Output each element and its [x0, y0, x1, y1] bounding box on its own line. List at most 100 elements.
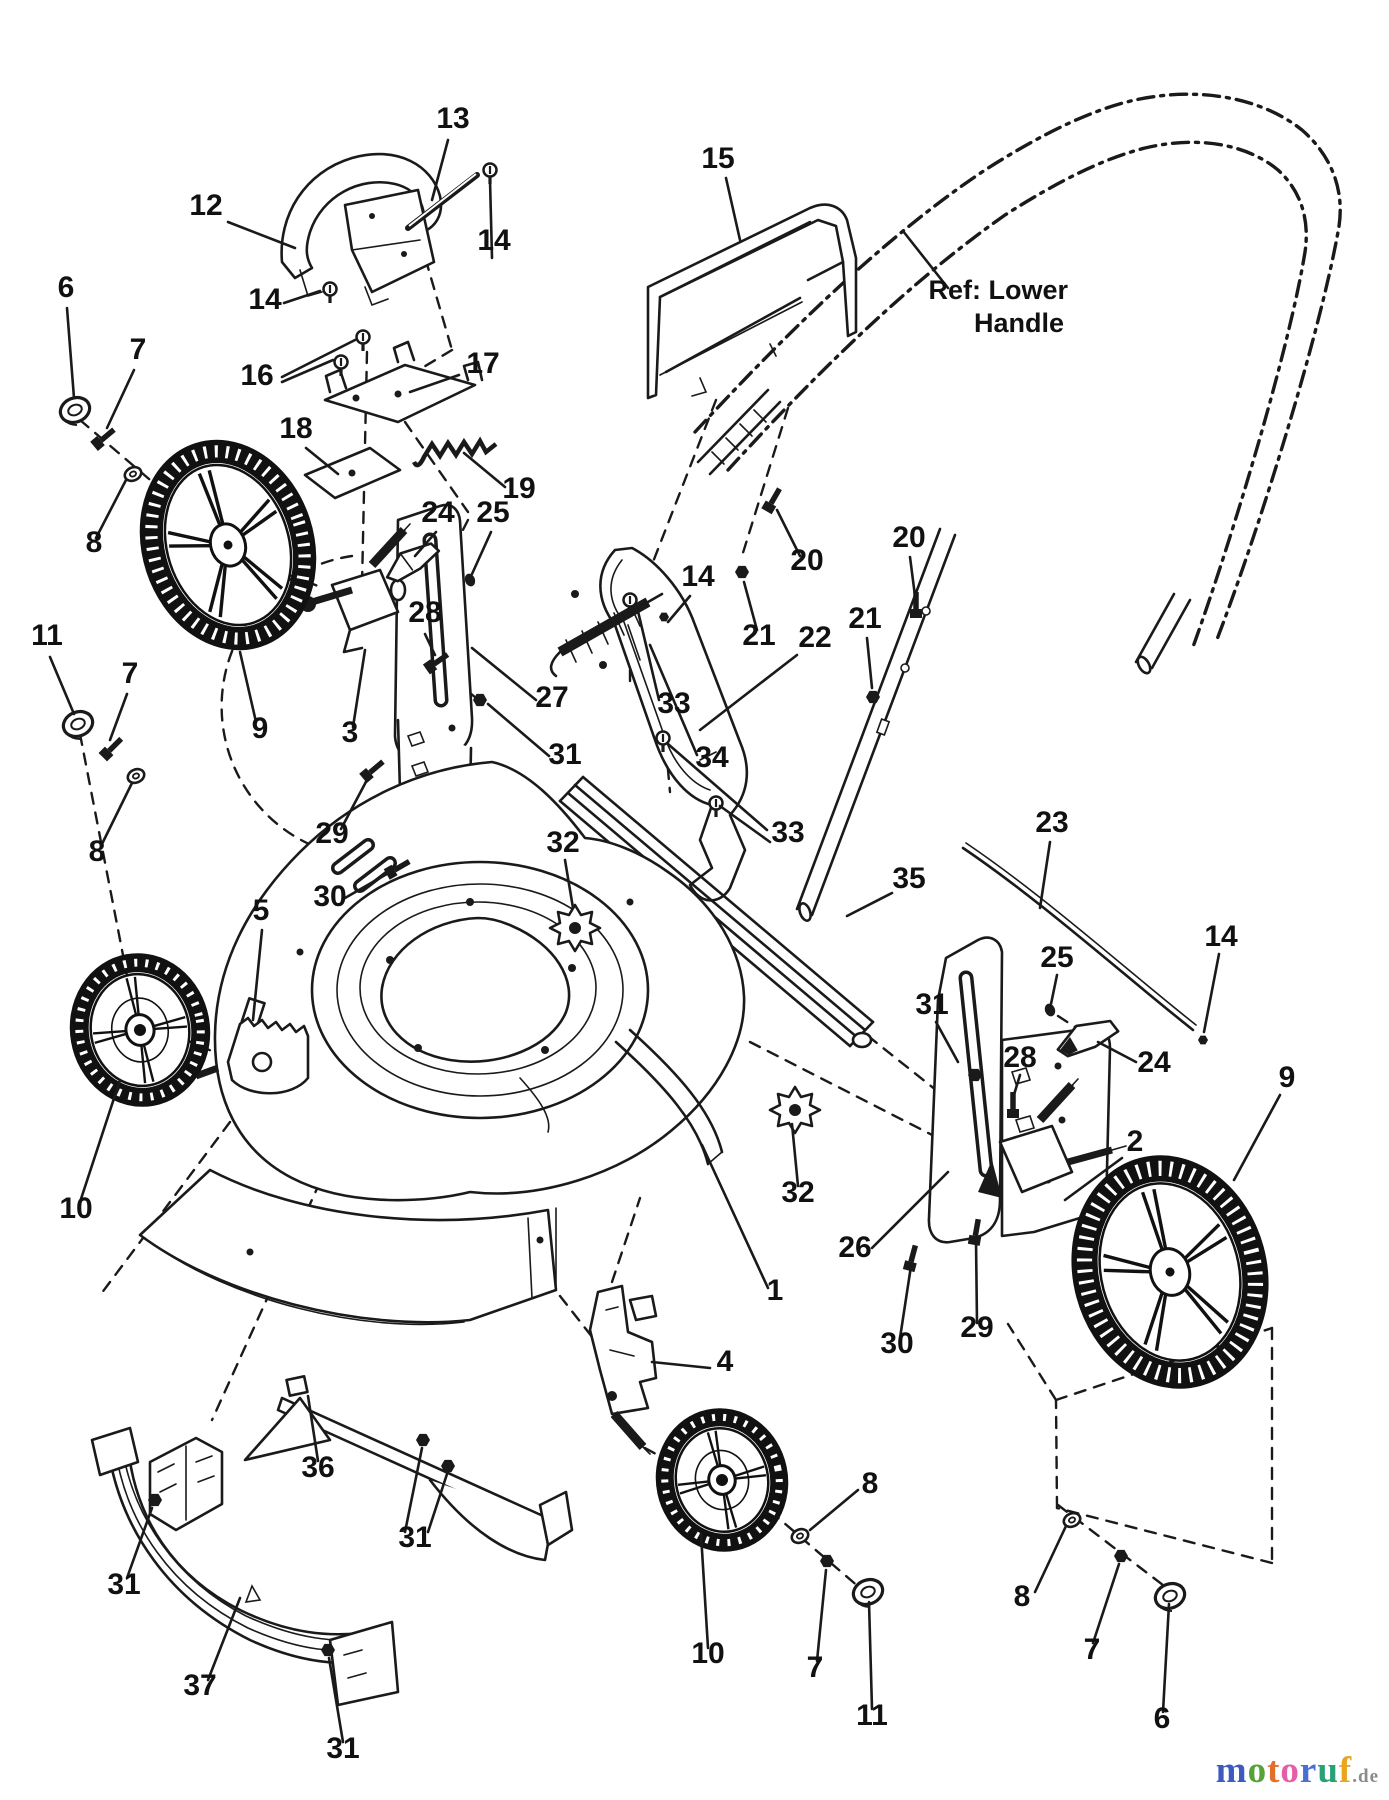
part-label-7: 7 [807, 1651, 824, 1684]
part-label-7: 7 [1084, 1633, 1101, 1666]
part-label-34: 34 [695, 741, 729, 774]
part-label-33: 33 [657, 687, 690, 720]
handle-knob-24-left [385, 542, 441, 583]
corner-bracket [148, 1436, 224, 1532]
part-label-30: 30 [880, 1327, 913, 1360]
logo-letter: o [1247, 1750, 1268, 1791]
part-label-36: 36 [301, 1451, 334, 1484]
part-label-11: 11 [856, 1699, 888, 1732]
part-label-31: 31 [915, 988, 948, 1021]
plate-18-hole [348, 469, 356, 477]
part-label-29: 29 [960, 1311, 993, 1344]
rear-right-wheel [1071, 1155, 1269, 1389]
part-label-14: 14 [248, 283, 282, 316]
spindle-star-left [548, 903, 602, 953]
part-label-24: 24 [1137, 1046, 1171, 1079]
part-label-9: 9 [1279, 1061, 1296, 1094]
part-label-8: 8 [89, 835, 106, 868]
part-label-16: 16 [240, 359, 273, 392]
part-label-7: 7 [122, 657, 139, 690]
axle-assembly-3 [300, 523, 411, 654]
axle-assembly-2 [978, 1078, 1127, 1198]
deck-front-skirt [138, 1168, 558, 1326]
handle-knob-24-right [1056, 1019, 1120, 1058]
wheels [69, 439, 1269, 1552]
part-label-18: 18 [279, 412, 312, 445]
front-left-wheel [69, 953, 211, 1107]
part-label-37: 37 [183, 1669, 216, 1702]
logo-letter: r [1299, 1750, 1318, 1791]
handle-mount-tube [696, 388, 782, 476]
sector-gear-5 [194, 997, 310, 1095]
part-label-14: 14 [1204, 920, 1238, 953]
logo-letter: o [1280, 1750, 1300, 1791]
height-adjuster-bracket-26 [927, 936, 1112, 1244]
part-label-17: 17 [466, 347, 499, 380]
control-housing-12 [280, 152, 443, 307]
rear-left-wheel [139, 439, 317, 651]
part-label-14: 14 [477, 224, 511, 257]
part-label-8: 8 [86, 526, 103, 559]
part-label-32: 32 [781, 1176, 814, 1209]
part-label-10: 10 [59, 1192, 92, 1225]
part-label-8: 8 [1014, 1580, 1031, 1613]
part-label-31: 31 [107, 1568, 140, 1601]
part-label-27: 27 [535, 681, 568, 714]
part-label-2: 2 [1127, 1125, 1144, 1158]
part-label-24: 24 [421, 496, 455, 529]
logo-letter: m [1215, 1750, 1248, 1791]
ref-note-line1: Ref: Lower [928, 275, 1068, 305]
control-rod-23 [961, 842, 1197, 1032]
part-label-20: 20 [790, 544, 823, 577]
logo-letter: f [1338, 1750, 1353, 1791]
part-label-13: 13 [436, 102, 469, 135]
motoruf-suffix: .de [1352, 1766, 1379, 1787]
part-label-33: 33 [771, 816, 804, 849]
part-label-22: 22 [798, 621, 831, 654]
part-label-23: 23 [1035, 806, 1068, 839]
front-bumper-37 [90, 1426, 400, 1707]
part-label-25: 25 [476, 496, 509, 529]
part-label-7: 7 [130, 333, 147, 366]
part-label-15: 15 [701, 142, 734, 175]
logo-letter: t [1267, 1750, 1281, 1791]
part-label-19: 19 [502, 472, 535, 505]
mount-bracket-17 [323, 340, 484, 424]
mower-deck [213, 760, 746, 1202]
part-label-25: 25 [1040, 941, 1073, 974]
part-label-28: 28 [1003, 1041, 1036, 1074]
side-deflector-36 [243, 1375, 574, 1562]
part-label-29: 29 [315, 817, 348, 850]
part-label-10: 10 [691, 1637, 724, 1670]
handle-right-leg-end [1134, 592, 1192, 675]
part-label-30: 30 [313, 880, 346, 913]
control-rod-13 [405, 172, 480, 231]
upper-handle-dashed [693, 92, 1342, 649]
logo-letter: u [1317, 1750, 1339, 1791]
wheel-bracket-4 [588, 1284, 658, 1455]
part-label-26: 26 [838, 1231, 871, 1264]
part-label-1: 1 [767, 1274, 784, 1307]
part-label-9: 9 [252, 712, 269, 745]
part-label-11: 11 [31, 619, 63, 652]
motoruf-word: motoruf [1216, 1750, 1353, 1791]
spindle-star-right [768, 1085, 822, 1135]
handle-bracket-22-detail [610, 559, 717, 791]
part-label-20: 20 [892, 521, 925, 554]
part-label-14: 14 [681, 560, 715, 593]
spring-19 [411, 436, 498, 468]
part-label-21: 21 [848, 602, 881, 635]
rear-deflector-15 [646, 203, 858, 400]
part-label-32: 32 [546, 826, 579, 859]
part-label-3: 3 [342, 716, 359, 749]
ref-lower-handle-note: Ref: Lower Handle [928, 275, 1068, 338]
part-label-4: 4 [717, 1345, 734, 1378]
part-label-8: 8 [862, 1467, 879, 1500]
lower-handle-tube [795, 527, 957, 922]
part-label-31: 31 [326, 1732, 359, 1765]
leader-lines [48, 138, 1282, 1744]
part-label-21: 21 [742, 619, 775, 652]
